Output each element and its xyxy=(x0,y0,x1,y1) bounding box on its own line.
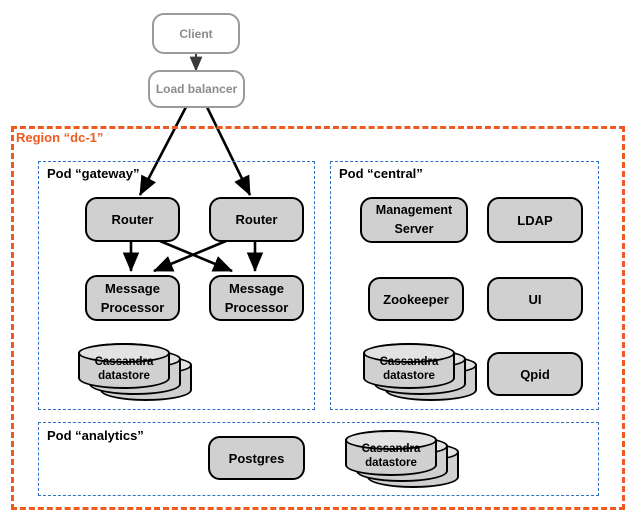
pod-central xyxy=(330,161,599,410)
node-qpid[interactable]: Qpid xyxy=(487,352,583,396)
node-ldap-label: LDAP xyxy=(517,212,553,228)
node-cassandra-analytics[interactable]: Cassandra datastore xyxy=(345,430,463,488)
node-client[interactable]: Client xyxy=(152,13,240,54)
node-ui[interactable]: UI xyxy=(487,277,583,321)
region-label: Region “dc-1” xyxy=(14,130,106,145)
region-dc-1 xyxy=(11,126,625,510)
cassandra-gateway-label: Cassandra datastore xyxy=(78,355,170,383)
node-load-balancer[interactable]: Load balancer xyxy=(148,70,245,108)
cylinder-front-icon xyxy=(78,343,170,389)
cassandra-analytics-label: Cassandra datastore xyxy=(345,442,437,470)
cassandra-analytics-line2: datastore xyxy=(365,457,417,469)
node-client-label: Client xyxy=(179,26,213,41)
node-cassandra-gateway[interactable]: Cassandra datastore xyxy=(78,343,196,401)
node-qpid-label: Qpid xyxy=(520,366,550,382)
node-router-1[interactable]: Router xyxy=(85,197,180,242)
node-router-1-label: Router xyxy=(111,212,154,227)
node-message-processor-2[interactable]: Message Processor xyxy=(209,275,304,321)
node-management-server[interactable]: Management Server xyxy=(360,197,468,243)
cassandra-analytics-line1: Cassandra xyxy=(361,443,421,455)
cylinder-front-icon xyxy=(363,343,455,389)
node-management-server-line1: Management xyxy=(375,203,453,217)
node-load-balancer-label: Load balancer xyxy=(155,82,238,96)
node-ldap[interactable]: LDAP xyxy=(487,197,583,243)
node-router-2-label: Router xyxy=(235,212,278,227)
pod-central-label: Pod “central” xyxy=(337,166,425,181)
node-zookeeper-label: Zookeeper xyxy=(383,291,449,307)
node-message-processor-1-line2: Processor xyxy=(100,300,165,315)
node-management-server-line2: Server xyxy=(394,222,434,236)
pod-gateway xyxy=(38,161,315,410)
cassandra-central-line1: Cassandra xyxy=(379,356,439,368)
node-cassandra-central[interactable]: Cassandra datastore xyxy=(363,343,481,401)
pod-analytics-label: Pod “analytics” xyxy=(45,428,146,443)
node-message-processor-2-line1: Message xyxy=(229,281,284,296)
cassandra-central-line2: datastore xyxy=(383,370,435,382)
cassandra-gateway-line2: datastore xyxy=(98,370,150,382)
node-message-processor-2-line2: Processor xyxy=(224,300,289,315)
node-router-2[interactable]: Router xyxy=(209,197,304,242)
cylinder-front-icon xyxy=(345,430,437,476)
node-message-processor-1[interactable]: Message Processor xyxy=(85,275,180,321)
cassandra-gateway-line1: Cassandra xyxy=(94,356,154,368)
node-postgres-label: Postgres xyxy=(228,450,285,466)
node-postgres[interactable]: Postgres xyxy=(208,436,305,480)
node-ui-label: UI xyxy=(528,291,542,307)
cassandra-central-label: Cassandra datastore xyxy=(363,355,455,383)
pod-analytics xyxy=(38,422,599,496)
node-zookeeper[interactable]: Zookeeper xyxy=(368,277,464,321)
pod-gateway-label: Pod “gateway” xyxy=(45,166,142,181)
node-message-processor-1-line1: Message xyxy=(105,281,160,296)
